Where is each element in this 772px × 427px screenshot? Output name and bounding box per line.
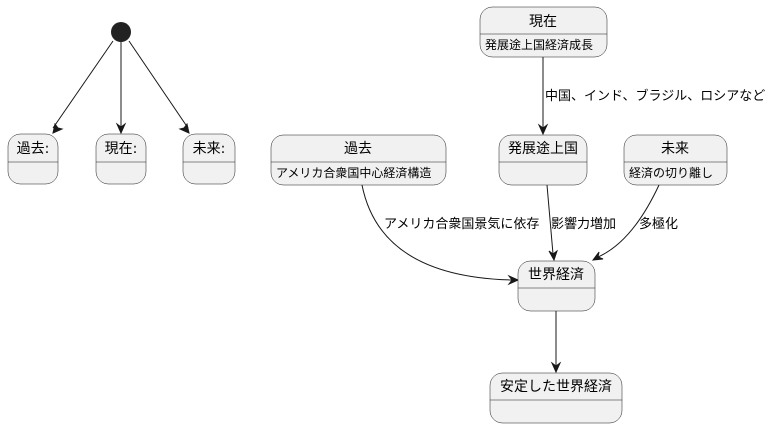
past-description: アメリカ合衆国中心経済構造 (276, 165, 431, 180)
past-label: 過去: (17, 141, 50, 157)
world-economy-title: 世界経済 (528, 267, 584, 283)
edge-developing-to-world: 影響力増加 (546, 184, 616, 262)
state-future-label: 未来: (182, 133, 236, 185)
state-developing: 発展途上国 (498, 134, 588, 186)
state-stable-world-economy: 安定した世界経済 (489, 372, 623, 424)
edge-initial-to-future (128, 40, 190, 134)
present-label: 現在: (105, 141, 138, 157)
initial-node (111, 22, 131, 42)
edge-present-to-developing: 中国、インド、ブラジル、ロシアなど (537, 57, 765, 136)
present-title: 現在 (529, 14, 557, 30)
edge-initial-to-past (52, 40, 114, 134)
future-title: 未来 (661, 141, 689, 157)
developing-title: 発展途上国 (508, 140, 578, 157)
state-present: 現在 発展途上国経済成長 (479, 6, 608, 58)
future-description: 経済の切り離し (629, 165, 713, 180)
state-present-label: 現在: (95, 133, 147, 185)
edge-past-to-world: アメリカ合衆国景気に依存 (361, 184, 539, 286)
stable-world-economy-title: 安定した世界経済 (500, 379, 612, 395)
future-label: 未来: (193, 141, 226, 157)
past-title: 過去 (344, 141, 372, 157)
edge-label-future-to-world: 多極化 (639, 216, 678, 232)
state-world-economy: 世界経済 (517, 260, 596, 312)
edge-initial-to-present (115, 42, 127, 135)
present-description: 発展途上国経済成長 (485, 37, 593, 52)
edge-label-present-to-developing: 中国、インド、ブラジル、ロシアなど (545, 88, 765, 104)
edge-label-past-to-world: アメリカ合衆国景気に依存 (384, 216, 539, 232)
state-past-label: 過去: (7, 133, 59, 185)
edge-label-developing-to-world: 影響力増加 (551, 216, 616, 232)
state-future: 未来 経済の切り離し (623, 134, 728, 186)
edge-world-to-stable (550, 311, 562, 374)
state-past: 過去 アメリカ合衆国中心経済構造 (270, 134, 447, 186)
edge-future-to-world: 多極化 (591, 184, 678, 261)
